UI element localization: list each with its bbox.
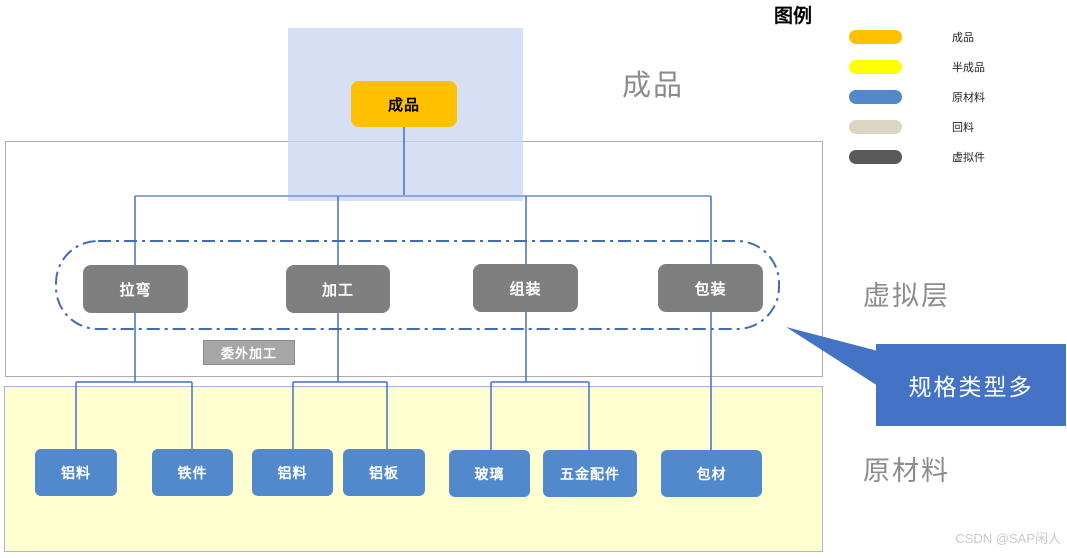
node-outsourced-processing: 委外加工 bbox=[203, 340, 295, 365]
node-material-aluminum: 铝料 bbox=[35, 449, 117, 496]
node-process-assembly: 组装 bbox=[473, 264, 578, 312]
node-process-packing: 包装 bbox=[658, 264, 763, 312]
legend-swatch-semi-finished bbox=[849, 60, 902, 74]
virtual-layer-dashed-border bbox=[55, 240, 780, 330]
callout-many-spec-types: 规格类型多 bbox=[876, 344, 1066, 426]
node-material-aluminum-2: 铝料 bbox=[252, 449, 333, 496]
legend-label: 半成品 bbox=[952, 62, 985, 74]
legend-item-finished: 成品 bbox=[849, 22, 985, 52]
section-label-finished: 成品 bbox=[622, 70, 685, 102]
node-material-hardware: 五金配件 bbox=[543, 450, 637, 497]
legend-swatch-finished bbox=[849, 30, 902, 44]
legend-label: 回料 bbox=[952, 122, 974, 134]
node-material-iron: 铁件 bbox=[152, 449, 233, 496]
legend-label: 虚拟件 bbox=[952, 152, 985, 164]
legend-label: 原材料 bbox=[952, 92, 985, 104]
legend-title: 图例 bbox=[774, 6, 813, 27]
legend: 成品 半成品 原材料 回料 虚拟件 bbox=[849, 22, 985, 172]
legend-item-raw-material: 原材料 bbox=[849, 82, 985, 112]
legend-swatch-recycled bbox=[849, 120, 902, 134]
node-material-aluminum-plate: 铝板 bbox=[343, 449, 425, 496]
watermark: CSDN @SAP闲人 bbox=[955, 531, 1061, 546]
legend-label: 成品 bbox=[952, 32, 974, 44]
section-label-virtual-layer: 虚拟层 bbox=[863, 281, 950, 311]
node-finished-product: 成品 bbox=[351, 81, 457, 127]
legend-item-semi-finished: 半成品 bbox=[849, 52, 985, 82]
callout-tail bbox=[786, 327, 878, 386]
node-material-glass: 玻璃 bbox=[449, 450, 530, 497]
legend-swatch-virtual-part bbox=[849, 150, 902, 164]
legend-item-virtual-part: 虚拟件 bbox=[849, 142, 985, 172]
legend-swatch-raw-material bbox=[849, 90, 902, 104]
node-process-bending: 拉弯 bbox=[83, 265, 188, 313]
section-label-raw-material: 原材料 bbox=[863, 456, 950, 486]
node-process-machining: 加工 bbox=[286, 265, 390, 313]
node-material-packaging: 包材 bbox=[661, 450, 762, 497]
legend-item-recycled: 回料 bbox=[849, 112, 985, 142]
